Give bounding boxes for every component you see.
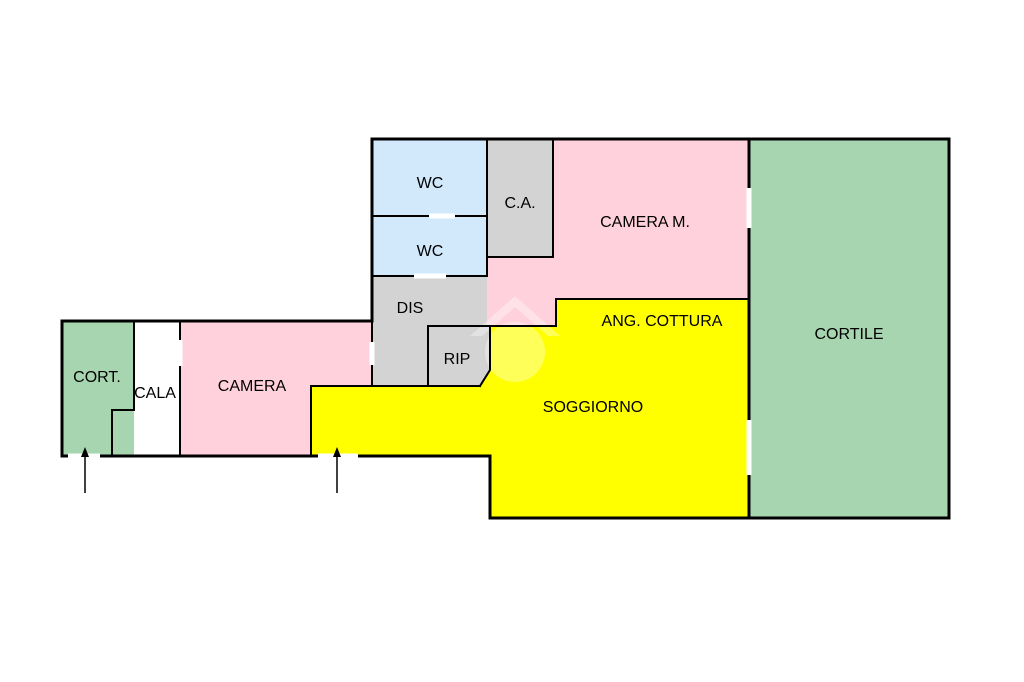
label-wc-upper: WC (417, 175, 444, 192)
room-wc-upper (373, 140, 487, 216)
label-cortile: CORTILE (814, 326, 883, 343)
label-rip: RIP (444, 351, 471, 368)
label-dis: DIS (397, 300, 424, 317)
room-cort (62, 321, 134, 456)
label-wc-lower: WC (417, 243, 444, 260)
room-ca (487, 140, 553, 257)
entrance-arrow-icon (81, 447, 89, 493)
room-camera-m (487, 140, 749, 326)
entrance-arrow-icon (333, 447, 341, 493)
room-cala (134, 321, 180, 456)
room-soggiorno (311, 299, 749, 518)
room-rip (428, 326, 490, 386)
room-wc-lower (373, 216, 487, 276)
room-cortile (749, 140, 949, 518)
label-cort: CORT. (73, 369, 121, 386)
label-camera: CAMERA (218, 378, 287, 395)
label-camera-m: CAMERA M. (600, 214, 690, 231)
label-ca: C.A. (504, 195, 535, 212)
label-soggiorno: SOGGIORNO (543, 399, 643, 416)
label-ang-cottura: ANG. COTTURA (602, 313, 723, 330)
room-dis (373, 276, 487, 386)
label-cala: CALA (134, 385, 176, 402)
